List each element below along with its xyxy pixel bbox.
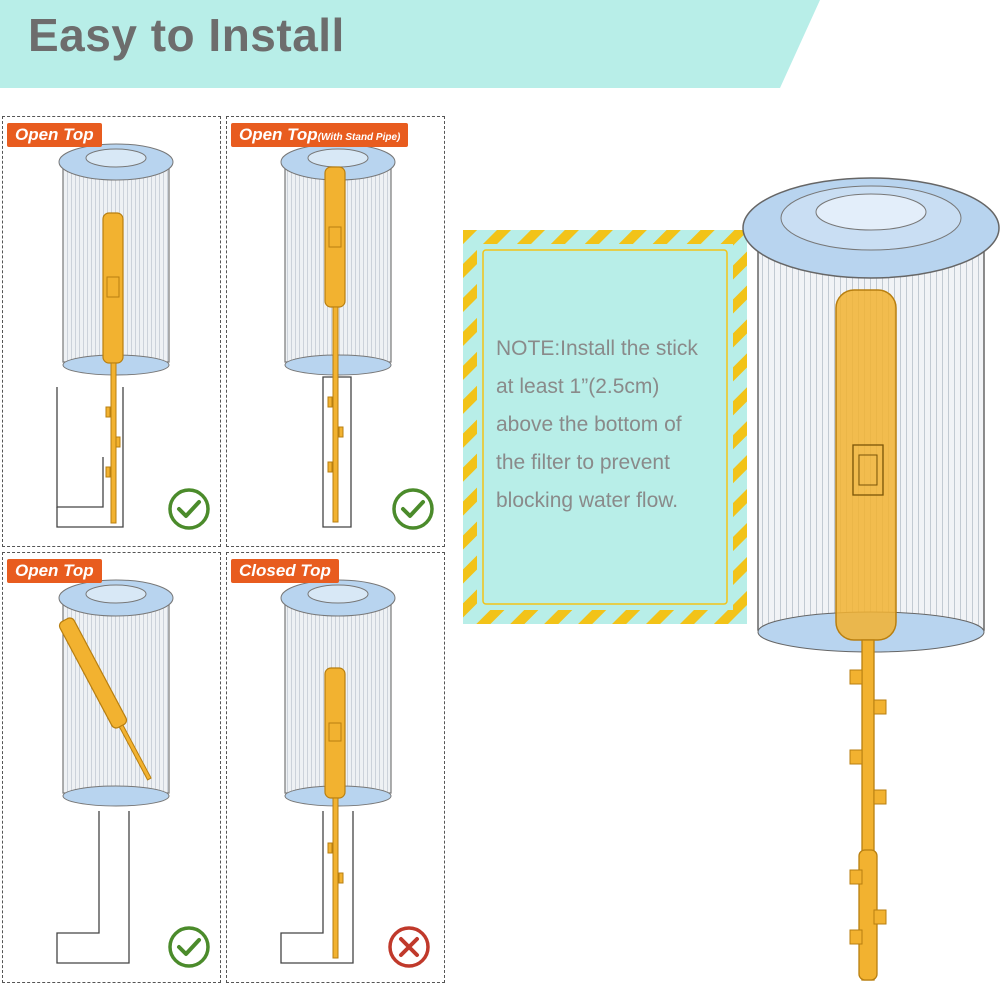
check-circle-icon [168,488,210,530]
large-filter-illustration [738,170,1000,1000]
note-text: NOTE:Install the stick at least 1”(2.5cm… [496,330,736,520]
note-frame [463,230,747,624]
note-line: above the bottom of [496,413,682,436]
filter-illustration [280,143,396,528]
panel-open-top-stand-pipe: Open Top(With Stand Pipe) [226,116,445,547]
panel-label: Open Top [7,559,102,583]
installation-panels: Open Top Open Top(With Stand Pipe) [2,116,448,988]
panel-label: Open Top [7,123,102,147]
panel-open-top-angled: Open Top [2,552,221,983]
filter-illustration [56,579,174,964]
page-title: Easy to Install [28,9,345,61]
panel-label: Open Top(With Stand Pipe) [231,123,409,147]
note-box [463,230,747,624]
filter-illustration [56,143,174,528]
note-line: NOTE:Install the stick [496,337,698,360]
panel-label: Closed Top [231,559,339,583]
banner-background [0,0,820,88]
check-circle-icon [392,488,434,530]
panel-open-top: Open Top [2,116,221,547]
note-line: blocking water flow. [496,489,679,512]
note-line: at least 1”(2.5cm) [496,375,660,398]
note-line: the filter to prevent [496,451,670,474]
header-banner: Easy to Install [0,0,820,88]
check-circle-icon [168,926,210,968]
cross-circle-icon [388,926,430,968]
panel-closed-top: Closed Top [226,552,445,983]
filter-illustration [280,579,396,964]
filter-with-stick [742,177,1000,981]
